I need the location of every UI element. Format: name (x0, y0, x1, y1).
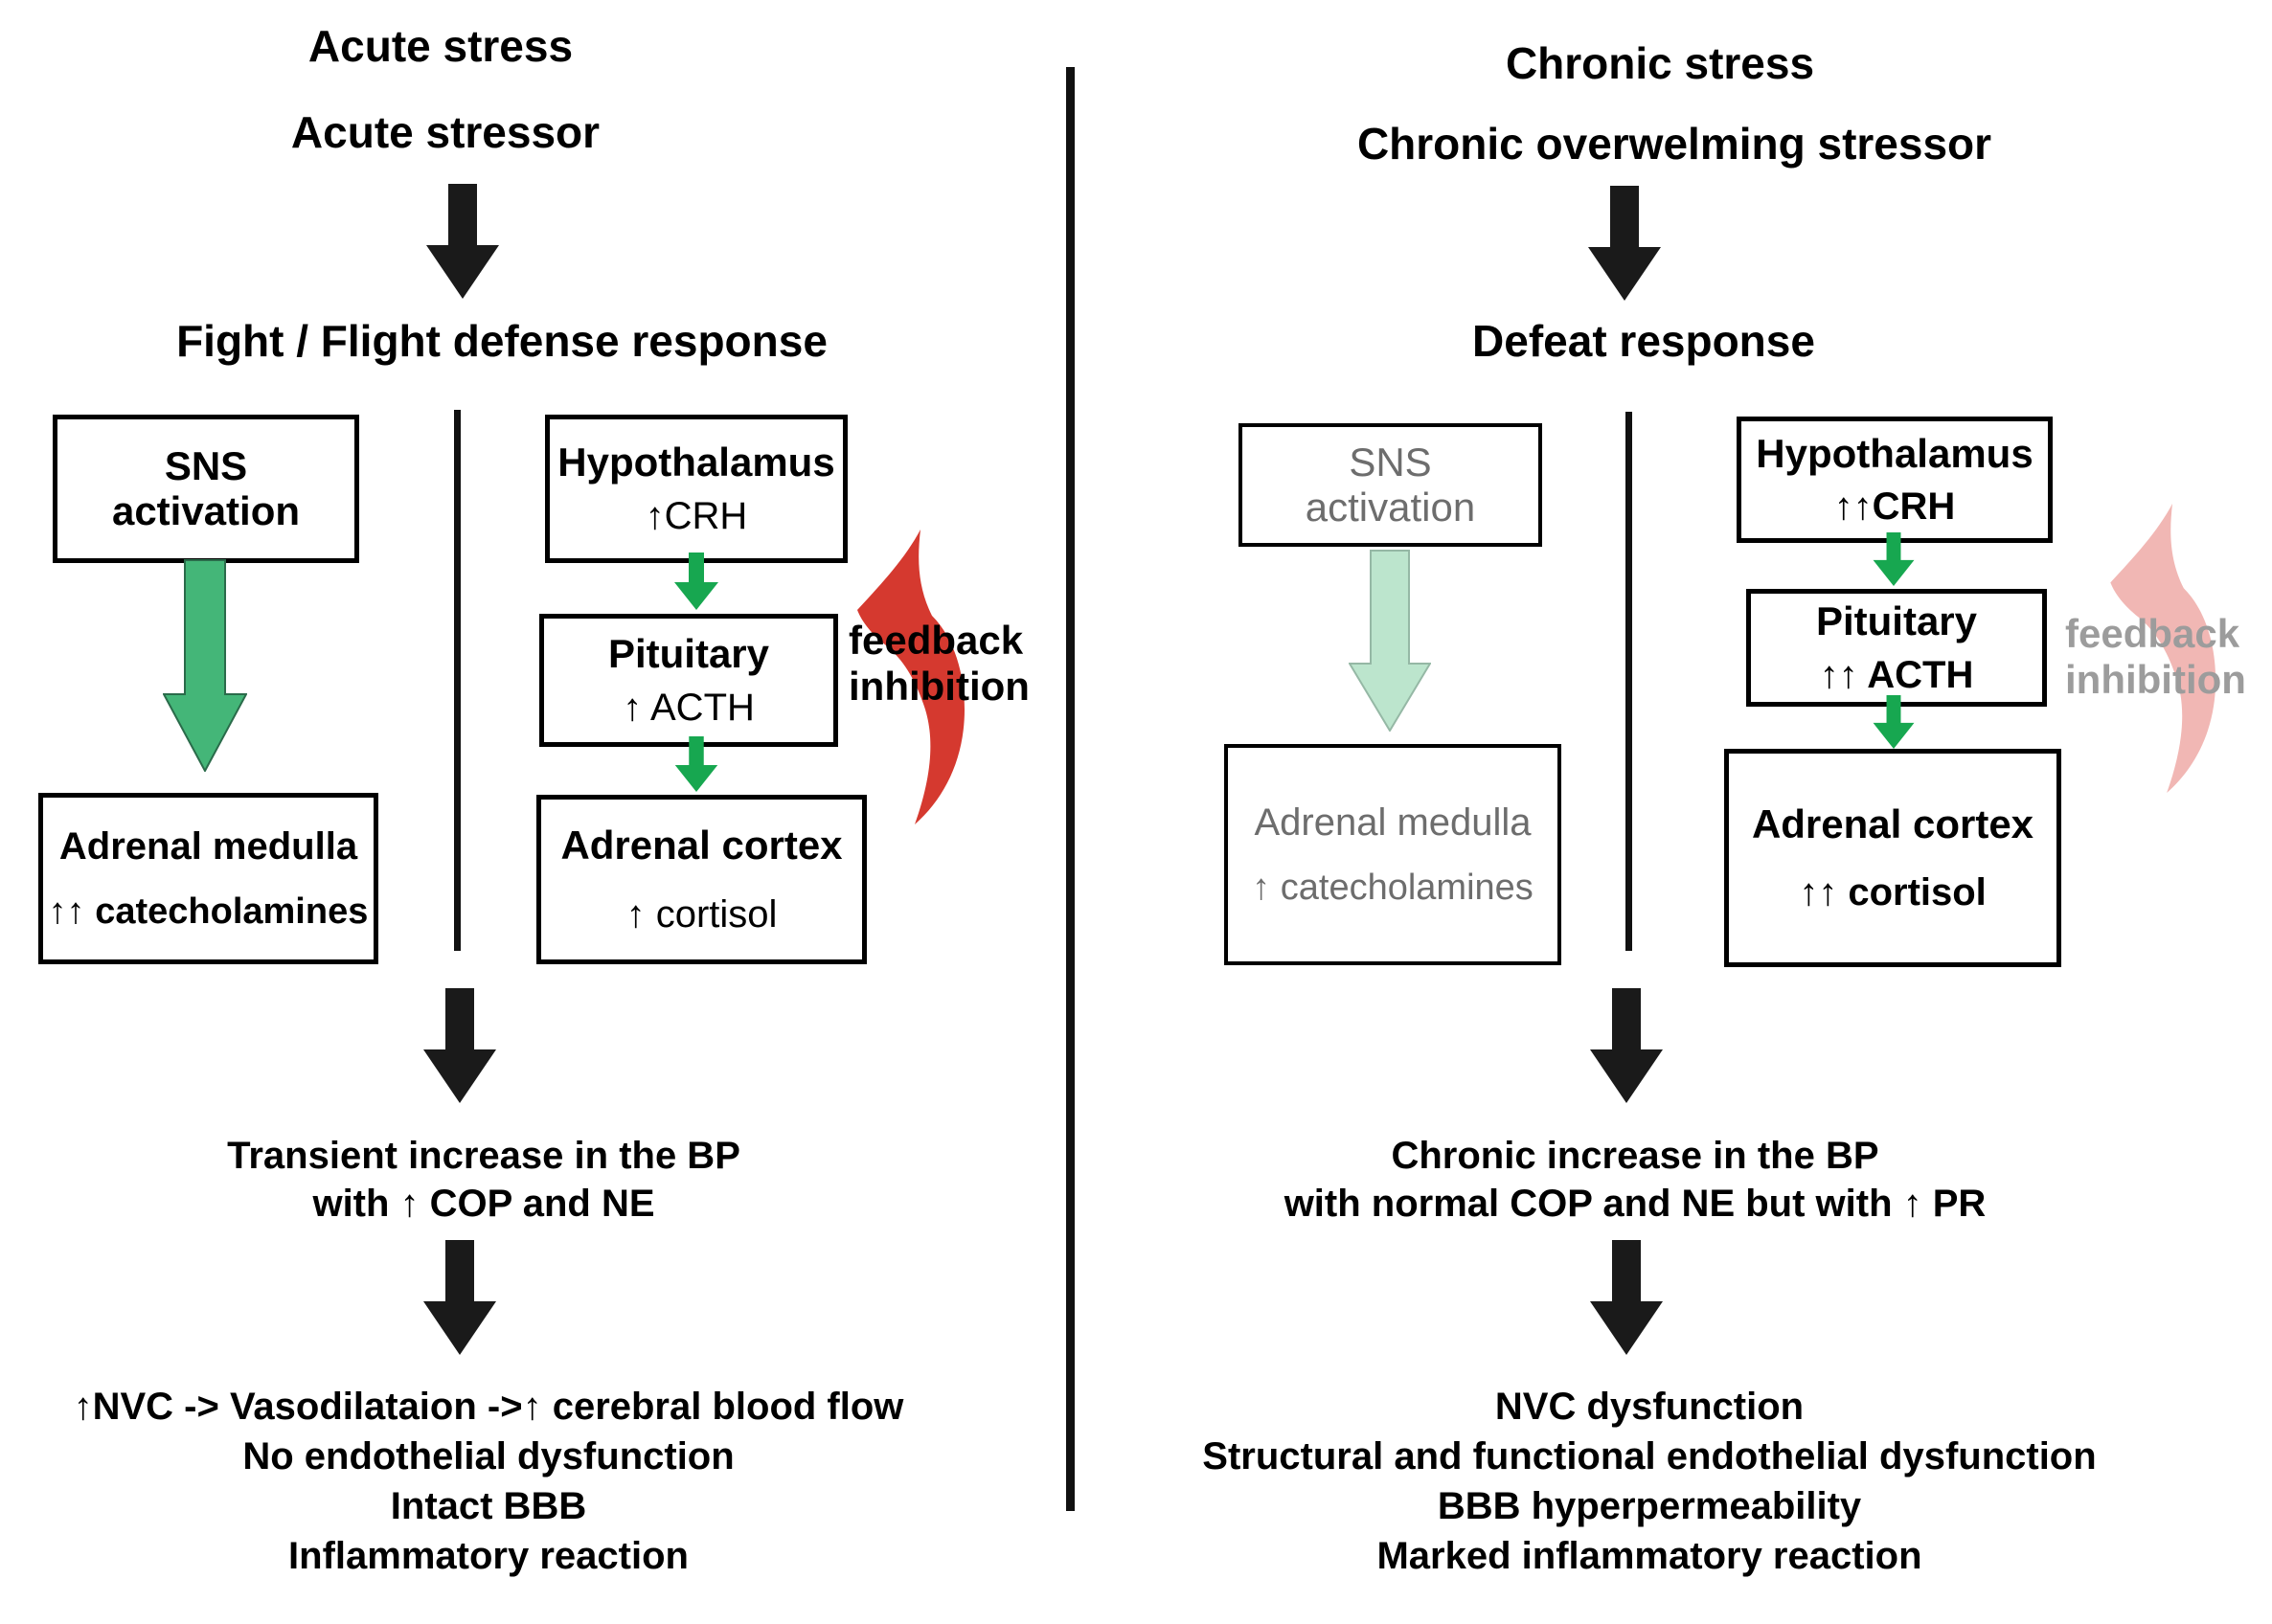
box-line2: ↑ ACTH (623, 686, 755, 729)
green-down-arrow-icon (1873, 532, 1915, 586)
feedback-inhibition-label-acute: feedback inhibition (849, 618, 1030, 710)
box-line2: ↑↑ cortisol (1799, 871, 1987, 914)
sns-activation-box-acute: SNS activation (53, 415, 359, 563)
box-line2: ↑↑ catecholamines (48, 891, 369, 932)
box-line1: Adrenal cortex (1751, 801, 2034, 846)
down-arrow-icon (423, 988, 496, 1103)
outcome-line: Marked inflammatory reaction (1376, 1535, 1922, 1577)
chronic-stressor-label: Chronic overwelming stressor (1356, 119, 1992, 169)
box-line1: Adrenal medulla (58, 824, 358, 868)
bp-result-text-acute: Transient increase in the BP with ↑ COP … (5, 1132, 963, 1228)
feedback-line1: feedback (2065, 611, 2240, 656)
green-down-arrow-icon (674, 736, 718, 792)
left-column-divider-line (454, 410, 461, 951)
outcome-line: Inflammatory reaction (288, 1535, 689, 1577)
box-line1: Pituitary (607, 631, 770, 677)
down-arrow-icon (426, 184, 499, 299)
box-line2: ↑ catecholamines (1252, 867, 1534, 908)
box-line1: Pituitary (1815, 598, 1978, 644)
fight-flight-response-label: Fight / Flight defense response (176, 316, 828, 366)
outcome-line: NVC dysfunction (1494, 1386, 1805, 1428)
green-down-arrow-icon (674, 553, 718, 610)
outcome-line: No endothelial dysfunction (242, 1435, 735, 1477)
chronic-stress-title: Chronic stress (1505, 38, 1815, 88)
box-line1: Hypothalamus (557, 440, 835, 485)
outcome-line: ↑NVC -> Vasodilataion ->↑ cerebral blood… (73, 1386, 904, 1428)
green-down-arrow-icon (1873, 695, 1915, 749)
defeat-response-label: Defeat response (1472, 316, 1815, 366)
down-arrow-icon (1588, 186, 1661, 301)
hypothalamus-box-acute: Hypothalamus ↑CRH (545, 415, 848, 563)
sns-activation-box-chronic: SNS activation (1238, 423, 1542, 547)
outcomes-list-acute: ↑NVC -> Vasodilataion ->↑ cerebral blood… (5, 1382, 972, 1581)
hypothalamus-box-chronic: Hypothalamus ↑↑CRH (1737, 417, 2053, 543)
feedback-inhibition-arrow-icon (857, 530, 965, 824)
adrenal-cortex-box-chronic: Adrenal cortex ↑↑ cortisol (1724, 749, 2061, 967)
outcome-line: Structural and functional endothelial dy… (1202, 1435, 2097, 1477)
box-line2: ↑ cortisol (625, 892, 778, 936)
bp-result-text-chronic: Chronic increase in the BP with normal C… (1151, 1132, 2119, 1228)
feedback-line2: inhibition (2065, 657, 2246, 702)
box-line2: ↑↑CRH (1833, 485, 1956, 529)
feedback-inhibition-arrow-faded-icon (2110, 504, 2216, 794)
pituitary-box-acute: Pituitary ↑ ACTH (539, 614, 838, 747)
acute-stressor-label: Acute stressor (290, 107, 601, 157)
center-divider-line (1066, 67, 1075, 1511)
adrenal-cortex-box-acute: Adrenal cortex ↑ cortisol (536, 795, 867, 964)
box-line1: Adrenal cortex (560, 823, 843, 868)
bp-line1: Transient increase in the BP (227, 1135, 740, 1177)
box-line2: activation (1305, 484, 1476, 530)
box-line1: Adrenal medulla (1254, 801, 1532, 844)
box-line2: ↑↑ ACTH (1819, 653, 1974, 696)
bp-line2: with normal COP and NE but with ↑ PR (1284, 1183, 1987, 1225)
down-arrow-icon (1590, 1240, 1663, 1355)
adrenal-medulla-box-chronic: Adrenal medulla ↑ catecholamines (1224, 744, 1561, 965)
down-arrow-icon (423, 1240, 496, 1355)
feedback-line2: inhibition (849, 664, 1030, 709)
right-column-divider-line (1625, 412, 1632, 951)
outcome-line: Intact BBB (390, 1485, 587, 1527)
box-line1: Hypothalamus (1756, 430, 2033, 476)
box-line2: activation (111, 487, 301, 533)
box-line1: SNS (164, 443, 248, 489)
box-line2: ↑CRH (645, 494, 748, 537)
adrenal-medulla-box-acute: Adrenal medulla ↑↑ catecholamines (38, 793, 378, 964)
big-green-down-arrow-icon (163, 559, 247, 772)
pale-green-down-arrow-icon (1349, 550, 1431, 732)
bp-line2: with ↑ COP and NE (312, 1183, 655, 1225)
acute-stress-title: Acute stress (307, 21, 574, 71)
feedback-line1: feedback (849, 618, 1024, 663)
feedback-inhibition-label-chronic: feedback inhibition (2065, 611, 2246, 703)
bp-line1: Chronic increase in the BP (1391, 1135, 1879, 1177)
outcome-line: BBB hyperpermeability (1437, 1485, 1862, 1527)
outcomes-list-chronic: NVC dysfunction Structural and functiona… (1142, 1382, 2157, 1581)
pituitary-box-chronic: Pituitary ↑↑ ACTH (1746, 589, 2047, 707)
box-line1: SNS (1349, 440, 1432, 485)
down-arrow-icon (1590, 988, 1663, 1103)
